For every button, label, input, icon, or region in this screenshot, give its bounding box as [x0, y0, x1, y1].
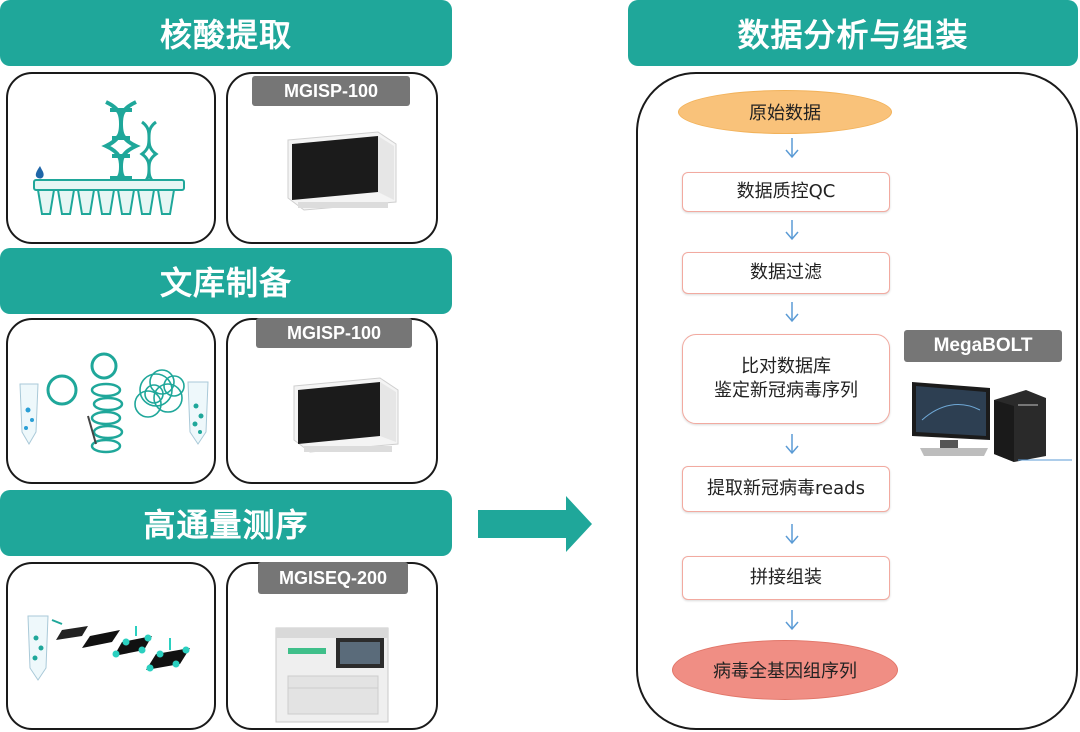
- tube-strip-icon: [33, 179, 185, 215]
- arrow-right-icon: [478, 496, 592, 552]
- analysis-title: 数据分析与组装: [737, 16, 969, 54]
- tube-icon: [27, 615, 49, 681]
- flow-end-node: 病毒全基因组序列: [672, 640, 898, 700]
- sequencing-illustration: [27, 615, 190, 681]
- flow-step-line1: 比对数据库: [741, 355, 831, 377]
- flowcell-icon: [82, 630, 120, 648]
- flow-step-label: 拼接组装: [750, 566, 822, 588]
- flowcell-icon: [114, 636, 152, 656]
- dna-extraction-illustration: [33, 100, 185, 215]
- droplet-icon: [35, 166, 44, 179]
- plasmid-icon: [90, 352, 118, 380]
- stage-title: 高通量测序: [143, 506, 309, 544]
- extraction-illustration-panel: [6, 72, 216, 244]
- stage-title: 文库制备: [159, 264, 292, 302]
- flow-step-label: 提取新冠病毒reads: [707, 477, 865, 499]
- flow-step-assembly: 拼接组装: [682, 556, 890, 600]
- instrument-icon: [293, 377, 399, 453]
- dna-icon: [101, 100, 141, 188]
- flow-step-label: 数据过滤: [750, 261, 822, 283]
- dna-icon: [139, 120, 159, 186]
- stage-banner-library: 文库制备: [0, 248, 452, 314]
- stage-banner-extraction: 核酸提取: [0, 0, 452, 66]
- dna-tangle-icon: [134, 369, 185, 418]
- instrument-tag: MGISP-100: [252, 76, 410, 106]
- stage-banner-sequencing: 高通量测序: [0, 490, 452, 556]
- sequencing-illustration-panel: [6, 562, 216, 730]
- analysis-banner: 数据分析与组装: [628, 0, 1078, 66]
- flow-step-extract: 提取新冠病毒reads: [682, 466, 890, 512]
- flow-start-node: 原始数据: [678, 90, 892, 134]
- flow-step-line2: 鉴定新冠病毒序列: [714, 380, 858, 401]
- plasmid-icon: [46, 374, 78, 406]
- instrument-icon: [287, 131, 397, 211]
- instrument-tag: MGISP-100: [256, 318, 412, 348]
- flow-start-label: 原始数据: [749, 103, 821, 124]
- flowcell-icon: [146, 648, 190, 670]
- tube-icon: [19, 383, 39, 445]
- computer-tag: MegaBOLT: [904, 330, 1062, 362]
- instrument-tag: MGISEQ-200: [258, 562, 408, 594]
- flow-step-align: 比对数据库 鉴定新冠病毒序列: [682, 334, 890, 424]
- flow-step-qc: 数据质控QC: [682, 172, 890, 212]
- library-illustration-panel: [6, 318, 216, 484]
- dna-coil-icon: [90, 382, 124, 454]
- flowcell-icon: [56, 626, 88, 640]
- library-prep-illustration: [19, 352, 209, 454]
- sequencer-icon: [275, 627, 389, 723]
- tube-icon: [187, 381, 209, 445]
- flow-end-label: 病毒全基因组序列: [713, 661, 857, 682]
- flow-step-filter: 数据过滤: [682, 252, 890, 294]
- flow-step-label: 数据质控QC: [736, 180, 836, 202]
- stage-title: 核酸提取: [159, 16, 292, 54]
